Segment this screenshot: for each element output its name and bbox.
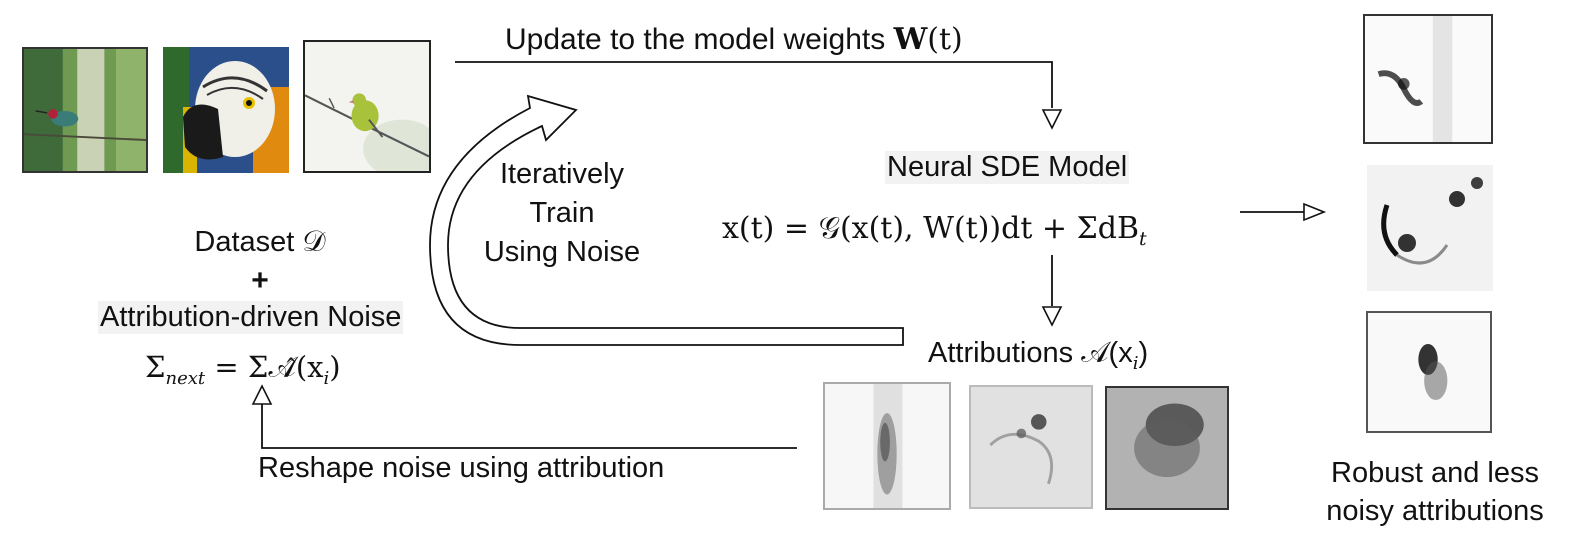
weights-arg: (t) [927, 22, 963, 57]
attributions-label: Attributions 𝒜(x [928, 337, 1133, 369]
attribution-map-2 [969, 385, 1093, 509]
update-weights-arrowhead [1041, 109, 1063, 130]
loop-label: Iteratively Train Using Noise [462, 155, 662, 272]
weights-symbol: W [893, 22, 928, 57]
attributions-label-group: Attributions 𝒜(xi) [928, 337, 1148, 374]
loop-label-line-3: Using Noise [483, 236, 641, 268]
attribution-map-1 [823, 382, 951, 510]
noise-equation: Σnext = Σ𝒜̂(xi) [145, 350, 341, 389]
reshape-noise-arrowhead [251, 384, 273, 405]
model-equation: x(t) = 𝒢(x(t), W(t))dt + ΣdBt [722, 211, 1147, 250]
robust-label-line-1: Robust and less [1331, 457, 1539, 489]
loop-label-line-1: Iteratively [499, 158, 625, 190]
robust-attribution-map-2 [1367, 165, 1493, 291]
noise-equation-rhs: = Σ𝒜̂(x [214, 350, 324, 384]
model-to-robust-arrowhead [1303, 202, 1327, 222]
reshape-label: Reshape noise using attribution [258, 452, 665, 484]
update-weights-label: Update to the model weights [505, 23, 886, 56]
reshape-noise-arrow [261, 404, 797, 449]
model-equation-subscript: t [1139, 228, 1147, 250]
parrot-photo [163, 47, 289, 173]
loop-label-line-2: Train [529, 197, 595, 229]
robust-label: Robust and less noisy attributions [1300, 454, 1570, 530]
iterative-training-loop-arrow [429, 94, 904, 346]
plus-sign: + [251, 264, 269, 297]
noise-equation-lhs: Σ [145, 350, 166, 384]
hummingbird-photo [22, 47, 148, 173]
attributions-close: ) [1138, 337, 1149, 369]
model-to-attributions-arrowhead [1041, 306, 1063, 327]
noise-equation-close: ) [329, 350, 341, 384]
finch-photo [303, 40, 431, 173]
update-weights-label-group: Update to the model weights W(t) [505, 22, 963, 57]
update-weights-arrow [455, 61, 1053, 108]
robust-attribution-map-3 [1366, 311, 1492, 433]
noise-equation-lhs-sub: next [165, 367, 206, 389]
attributions-sub: i [1132, 352, 1139, 374]
robust-label-line-2: noisy attributions [1326, 495, 1544, 527]
dataset-label: Dataset 𝒟 [194, 226, 326, 258]
model-title: Neural SDE Model [885, 151, 1130, 184]
robust-attribution-map-1 [1363, 14, 1493, 144]
model-equation-text: x(t) = 𝒢(x(t), W(t))dt + ΣdB [722, 211, 1140, 246]
noise-equation-rhs-sub: i [323, 367, 330, 389]
noise-label: Attribution-driven Noise [98, 301, 404, 334]
attribution-map-3 [1105, 386, 1229, 510]
